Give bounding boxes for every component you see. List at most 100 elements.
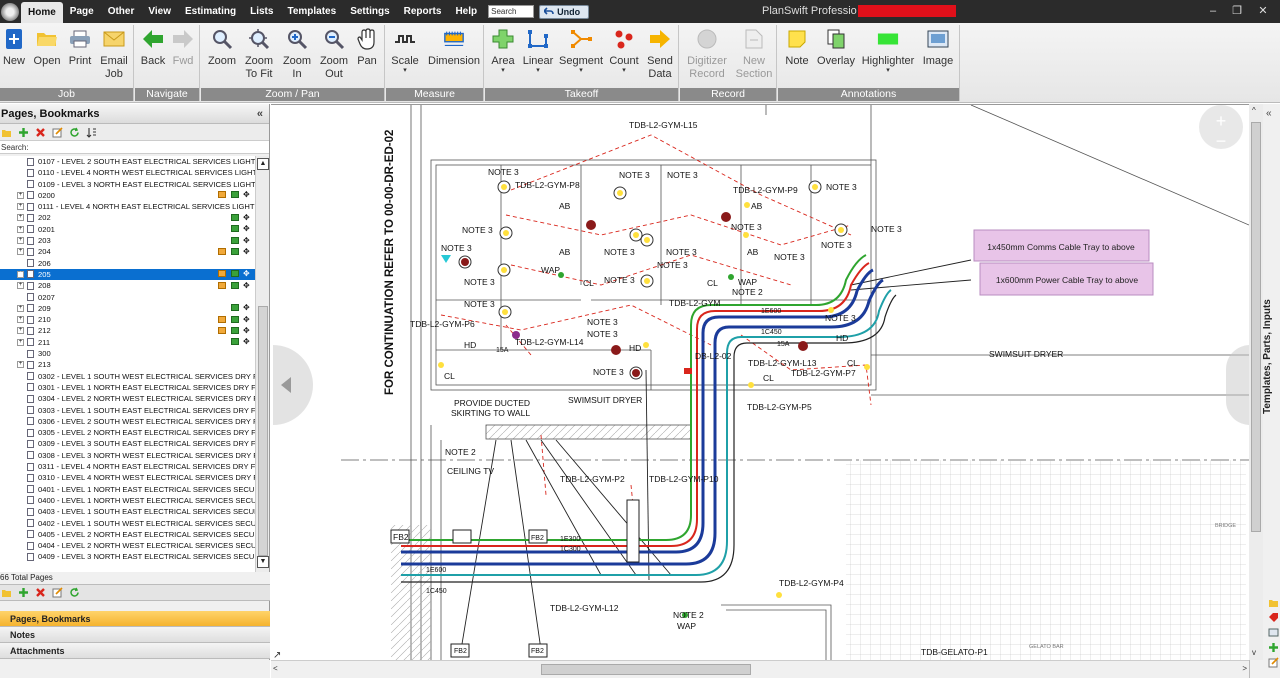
page-tree-item[interactable]: +210✥ bbox=[0, 314, 255, 325]
edit-icon[interactable] bbox=[1268, 657, 1279, 668]
move-icon[interactable]: ✥ bbox=[243, 246, 250, 256]
vscroll-thumb[interactable] bbox=[1251, 122, 1261, 532]
delete-icon[interactable] bbox=[35, 587, 46, 598]
new-button[interactable]: New bbox=[2, 28, 26, 68]
scroll-down-icon[interactable]: ▼ bbox=[257, 556, 269, 568]
folder-icon[interactable] bbox=[1, 127, 12, 138]
tab-home[interactable]: Home bbox=[21, 2, 63, 23]
expand-icon[interactable]: + bbox=[17, 191, 24, 199]
resize-corner-icon[interactable]: ↗ bbox=[273, 650, 282, 661]
expand-icon[interactable]: + bbox=[17, 304, 24, 312]
dimension-button[interactable]: Dimension bbox=[426, 28, 482, 68]
page-tree-item[interactable]: +203✥ bbox=[0, 235, 255, 246]
zoom-minus-icon[interactable]: − bbox=[1216, 131, 1227, 151]
page-tree-item[interactable]: 0401 - LEVEL 1 NORTH EAST ELECTRICAL SER… bbox=[0, 484, 255, 495]
templates-parts-inputs-tab[interactable]: Templates, Parts, Inputs bbox=[1262, 299, 1273, 414]
tab-settings[interactable]: Settings bbox=[350, 6, 390, 17]
page-tree-item[interactable]: +204✥ bbox=[0, 246, 255, 257]
page-tree-item[interactable]: 0301 - LEVEL 1 NORTH EAST ELECTRICAL SER… bbox=[0, 382, 255, 393]
pages-scroll-thumb[interactable] bbox=[258, 306, 268, 556]
hscroll-thumb[interactable] bbox=[541, 664, 751, 675]
note-button[interactable]: Note bbox=[782, 28, 812, 68]
page-tree-item[interactable]: +202✥ bbox=[0, 212, 255, 223]
move-icon[interactable]: ✥ bbox=[243, 212, 250, 222]
minimize-button[interactable]: – bbox=[1209, 5, 1217, 17]
restore-button[interactable]: ❐ bbox=[1232, 5, 1242, 17]
page-tree-item[interactable]: 206 bbox=[0, 258, 255, 269]
expand-icon[interactable]: + bbox=[17, 214, 24, 222]
edit-icon[interactable] bbox=[52, 587, 63, 598]
forward-button[interactable]: Fwd bbox=[169, 28, 197, 68]
linear-dropdown-icon[interactable]: ▾ bbox=[536, 67, 540, 74]
tab-help[interactable]: Help bbox=[455, 6, 478, 17]
vscroll-down-icon[interactable]: v bbox=[1252, 648, 1256, 657]
page-tree-item[interactable]: 0303 - LEVEL 1 SOUTH EAST ELECTRICAL SER… bbox=[0, 405, 255, 416]
move-icon[interactable]: ✥ bbox=[243, 337, 250, 347]
expand-icon[interactable]: + bbox=[17, 270, 24, 278]
page-tree-item[interactable]: 0403 - LEVEL 1 SOUTH EAST ELECTRICAL SER… bbox=[0, 506, 255, 517]
add-icon[interactable] bbox=[1268, 642, 1279, 653]
back-button[interactable]: Back bbox=[139, 28, 167, 68]
move-icon[interactable]: ✥ bbox=[243, 325, 250, 335]
tab-view[interactable]: View bbox=[148, 6, 171, 17]
tab-other[interactable]: Other bbox=[107, 6, 135, 17]
sort-icon[interactable] bbox=[86, 127, 97, 138]
tab-reports[interactable]: Reports bbox=[403, 6, 442, 17]
page-tree-item[interactable]: 0304 - LEVEL 2 NORTH WEST ELECTRICAL SER… bbox=[0, 393, 255, 404]
move-icon[interactable]: ✥ bbox=[243, 190, 250, 200]
expand-icon[interactable]: + bbox=[17, 327, 24, 335]
move-icon[interactable]: ✥ bbox=[243, 269, 250, 279]
tab-pages-bookmarks[interactable]: Pages, Bookmarks bbox=[0, 611, 270, 627]
pages-panel-collapse-icon[interactable]: « bbox=[256, 108, 263, 120]
app-logo-icon[interactable] bbox=[1, 2, 19, 21]
tag-icon[interactable] bbox=[1268, 612, 1279, 623]
add-icon[interactable] bbox=[18, 587, 29, 598]
right-panel-collapse-icon[interactable]: « bbox=[1266, 108, 1272, 119]
page-tree-item[interactable]: 0306 - LEVEL 2 SOUTH WEST ELECTRICAL SER… bbox=[0, 416, 255, 427]
page-tree-item[interactable]: 0309 - LEVEL 3 SOUTH EAST ELECTRICAL SER… bbox=[0, 438, 255, 449]
folder-icon[interactable] bbox=[1268, 597, 1279, 608]
tab-estimating[interactable]: Estimating bbox=[184, 6, 237, 17]
tab-templates[interactable]: Templates bbox=[287, 6, 337, 17]
page-tree-item[interactable]: +211✥ bbox=[0, 337, 255, 348]
nav-right-handle[interactable] bbox=[1226, 345, 1249, 425]
page-tree-item[interactable]: +0111 - LEVEL 4 NORTH EAST ELECTRICAL SE… bbox=[0, 201, 255, 212]
segment-button[interactable]: Segment ▾ bbox=[559, 28, 603, 74]
undo-button[interactable]: Undo bbox=[539, 4, 590, 19]
pages-scrollbar[interactable]: ▲ ▼ bbox=[255, 156, 269, 572]
refresh-icon[interactable] bbox=[69, 587, 80, 598]
scroll-right-icon[interactable]: > bbox=[1242, 664, 1247, 673]
expand-icon[interactable]: + bbox=[17, 316, 24, 324]
page-tree-item[interactable]: 0310 - LEVEL 4 NORTH WEST ELECTRICAL SER… bbox=[0, 472, 255, 483]
canvas-hscroll[interactable]: < > bbox=[271, 660, 1249, 678]
pages-search[interactable]: Search: bbox=[0, 141, 269, 154]
page-tree-item[interactable]: +0200✥ bbox=[0, 190, 255, 201]
page-tree-item[interactable]: 0400 - LEVEL 1 NORTH WEST ELECTRICAL SER… bbox=[0, 495, 255, 506]
expand-icon[interactable]: + bbox=[17, 225, 24, 233]
edit-icon[interactable] bbox=[52, 126, 63, 138]
page-tree-item[interactable]: 0305 - LEVEL 2 NORTH EAST ELECTRICAL SER… bbox=[0, 427, 255, 438]
page-tree-item[interactable]: 300 bbox=[0, 348, 255, 359]
count-button[interactable]: Count ▾ bbox=[609, 28, 639, 74]
image-button[interactable]: Image bbox=[920, 28, 956, 68]
page-tree-item[interactable]: 0402 - LEVEL 1 SOUTH WEST ELECTRICAL SER… bbox=[0, 518, 255, 529]
print-button[interactable]: Print bbox=[66, 28, 94, 68]
drawing-svg[interactable]: 1x450mm Comms Cable Tray to above 1x600m… bbox=[271, 105, 1249, 660]
page-tree-item[interactable]: +209✥ bbox=[0, 303, 255, 314]
area-button[interactable]: Area ▾ bbox=[489, 28, 517, 74]
drawing-canvas[interactable]: 1x450mm Comms Cable Tray to above 1x600m… bbox=[271, 104, 1249, 660]
page-tree-item[interactable]: +213 bbox=[0, 359, 255, 370]
scale-dropdown-icon[interactable]: ▾ bbox=[403, 67, 407, 74]
folder-icon[interactable] bbox=[1, 587, 12, 598]
page-tree-item[interactable]: 0308 - LEVEL 3 NORTH WEST ELECTRICAL SER… bbox=[0, 450, 255, 461]
count-dropdown-icon[interactable]: ▾ bbox=[622, 67, 626, 74]
expand-icon[interactable]: + bbox=[17, 248, 24, 256]
page-tree-item[interactable]: 0311 - LEVEL 4 NORTH EAST ELECTRICAL SER… bbox=[0, 461, 255, 472]
highlighter-button[interactable]: Highlighter ▾ bbox=[860, 28, 916, 74]
page-tree-item[interactable]: +208✥ bbox=[0, 280, 255, 291]
